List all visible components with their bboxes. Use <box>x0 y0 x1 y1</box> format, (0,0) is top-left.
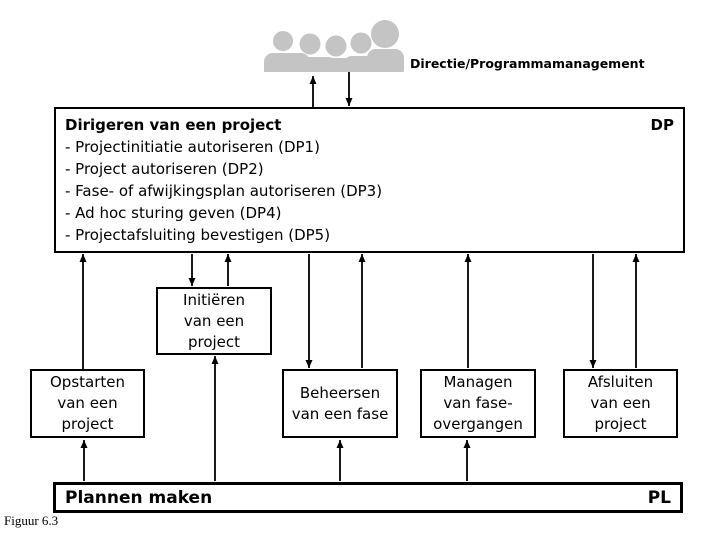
afsluiten-line: van een <box>590 394 651 412</box>
figure-caption: Figuur 6.3 <box>4 513 59 528</box>
plannen-box: Plannen maken PL <box>53 482 683 513</box>
beheersen-box: Beheersen van een fase <box>282 369 398 438</box>
managen-line: overgangen <box>433 415 523 433</box>
dirigeren-title: Dirigeren van een project <box>65 116 282 134</box>
managen-line: van fase- <box>443 394 513 412</box>
afsluiten-box: Afsluiten van een project <box>563 369 678 438</box>
opstarten-line: van een <box>57 394 118 412</box>
opstarten-line: Opstarten <box>50 373 125 391</box>
plannen-code: PL <box>647 487 671 508</box>
plannen-title: Plannen maken <box>65 487 213 508</box>
beheersen-line: van een fase <box>291 404 389 423</box>
dirigeren-item: - Fase- of afwijkingsplan autoriseren (D… <box>65 182 383 200</box>
initieren-box: Initiëren van een project <box>156 287 272 355</box>
people-group-icon <box>264 20 404 72</box>
dirigeren-item: - Projectinitiatie autoriseren (DP1) <box>65 138 320 156</box>
dirigeren-item: - Ad hoc sturing geven (DP4) <box>65 204 282 222</box>
initieren-line: van een <box>183 311 245 330</box>
afsluiten-line: project <box>594 415 647 433</box>
initieren-line: Initiëren <box>183 290 245 309</box>
afsluiten-line: Afsluiten <box>587 373 654 391</box>
managen-box: Managen van fase- overgangen <box>420 369 536 438</box>
managen-line: Managen <box>443 373 513 391</box>
header-label: Directie/Programmamanagement <box>410 56 645 71</box>
dirigeren-box: Dirigeren van een project DP - Projectin… <box>54 107 685 253</box>
initieren-line: project <box>187 332 241 351</box>
dirigeren-item: - Project autoriseren (DP2) <box>65 160 264 178</box>
opstarten-line: project <box>61 415 114 433</box>
dirigeren-item: - Projectafsluiting bevestigen (DP5) <box>65 226 331 244</box>
beheersen-line: Beheersen <box>299 383 381 402</box>
opstarten-box: Opstarten van een project <box>30 369 145 438</box>
dirigeren-code: DP <box>650 116 674 134</box>
